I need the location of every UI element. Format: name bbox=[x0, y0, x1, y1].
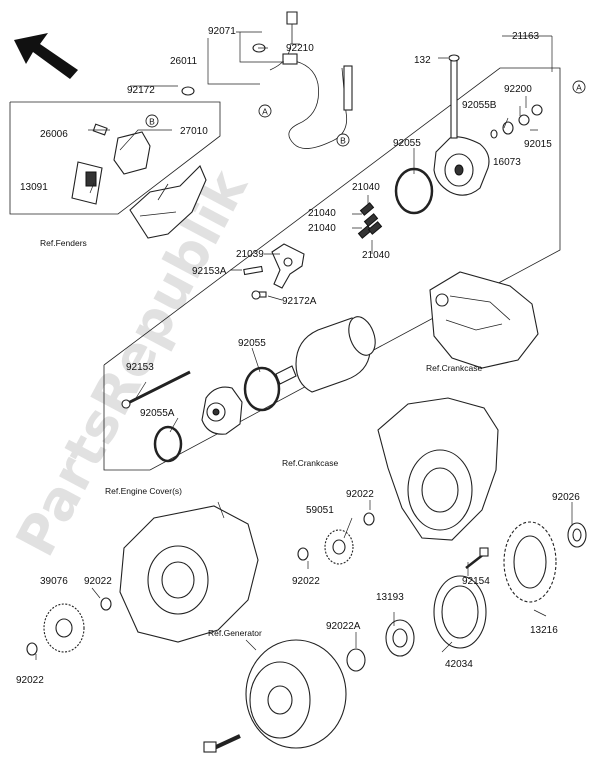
label-92015: 92015 bbox=[524, 139, 552, 150]
reduction-gear bbox=[43, 603, 85, 653]
label-92022A: 92022A bbox=[326, 621, 361, 632]
label-92071: 92071 bbox=[208, 26, 236, 37]
washer bbox=[363, 512, 375, 526]
svg-text:B: B bbox=[340, 136, 346, 146]
engine-cover bbox=[119, 505, 259, 643]
starter-rear-cover bbox=[433, 54, 543, 196]
label-13216: 13216 bbox=[530, 625, 558, 636]
group-box-relay bbox=[9, 101, 221, 215]
label-92055-upper: 92055 bbox=[393, 138, 421, 149]
rotor-bolt bbox=[203, 734, 241, 753]
callout-a2: A bbox=[572, 80, 586, 94]
o-ring-upper bbox=[394, 167, 434, 215]
label-13091: 13091 bbox=[20, 182, 48, 193]
brush-holder bbox=[243, 243, 305, 300]
svg-text:B: B bbox=[149, 117, 155, 127]
leader-lines bbox=[35, 31, 573, 660]
label-21040-c: 21040 bbox=[308, 223, 336, 234]
gear-collar bbox=[567, 522, 587, 548]
gear-bolt bbox=[465, 547, 489, 569]
ref-generator: Ref.Generator bbox=[208, 628, 262, 638]
label-39076: 39076 bbox=[40, 576, 68, 587]
label-59051: 59051 bbox=[306, 505, 334, 516]
label-92153A: 92153A bbox=[192, 266, 227, 277]
label-21040-d: 21040 bbox=[362, 250, 390, 261]
label-92210: 92210 bbox=[286, 43, 314, 54]
washer bbox=[100, 597, 112, 611]
label-26006: 26006 bbox=[40, 129, 68, 140]
label-92022-d: 92022 bbox=[16, 675, 44, 686]
starter-front-cover bbox=[201, 386, 243, 435]
idler-gear bbox=[324, 529, 354, 565]
label-92154: 92154 bbox=[462, 576, 490, 587]
ref-engine-cover: Ref.Engine Cover(s) bbox=[105, 486, 182, 496]
label-92026: 92026 bbox=[552, 492, 580, 503]
starter-relay bbox=[71, 86, 195, 205]
group-box-starter bbox=[103, 67, 561, 471]
label-26011: 26011 bbox=[170, 56, 198, 67]
starter-brushes bbox=[357, 202, 383, 239]
label-92055B: 92055B bbox=[462, 100, 497, 111]
label-92022-b: 92022 bbox=[84, 576, 112, 587]
label-21039: 21039 bbox=[236, 249, 264, 260]
label-92055A: 92055A bbox=[140, 408, 175, 419]
crankcase-upper bbox=[429, 271, 539, 369]
callout-b1: B bbox=[145, 114, 159, 128]
reference-labels: Ref.Fenders Ref.Crankcase Ref.Crankcase … bbox=[40, 238, 482, 638]
part-labels: 92071 26011 92210 92172 26006 27010 1309… bbox=[16, 26, 580, 686]
callout-b2: B bbox=[336, 133, 350, 147]
label-92200: 92200 bbox=[504, 84, 532, 95]
svg-text:A: A bbox=[262, 107, 268, 117]
label-21040-a: 21040 bbox=[352, 182, 380, 193]
fender-bracket bbox=[129, 165, 207, 239]
ref-fenders: Ref.Fenders bbox=[40, 238, 87, 248]
starter-cable bbox=[252, 11, 353, 149]
crankcase-lower bbox=[377, 397, 499, 541]
label-92153: 92153 bbox=[126, 362, 154, 373]
label-132: 132 bbox=[414, 55, 431, 66]
label-21163: 21163 bbox=[512, 31, 540, 42]
clutch-ring bbox=[433, 575, 487, 649]
o-ring-small bbox=[153, 425, 183, 463]
label-92055-middle: 92055 bbox=[238, 338, 266, 349]
starter-clutch bbox=[385, 619, 415, 657]
label-21040-b: 21040 bbox=[308, 208, 336, 219]
ref-crankcase-1: Ref.Crankcase bbox=[426, 363, 482, 373]
generator-rotor bbox=[245, 639, 347, 749]
washer bbox=[346, 648, 366, 672]
callout-a1: A bbox=[258, 104, 272, 118]
front-arrow-icon bbox=[14, 33, 78, 79]
label-16073: 16073 bbox=[493, 157, 521, 168]
label-13193: 13193 bbox=[376, 592, 404, 603]
label-27010: 27010 bbox=[180, 126, 208, 137]
label-92022-a: 92022 bbox=[346, 489, 374, 500]
label-92172: 92172 bbox=[127, 85, 155, 96]
o-ring-middle bbox=[243, 366, 281, 412]
washer bbox=[26, 642, 38, 656]
starter-motor bbox=[275, 316, 376, 393]
label-92172A: 92172A bbox=[282, 296, 317, 307]
label-92022-c: 92022 bbox=[292, 576, 320, 587]
through-bolt bbox=[121, 370, 191, 409]
svg-text:A: A bbox=[576, 83, 582, 93]
washer bbox=[297, 547, 309, 561]
starter-gear bbox=[503, 521, 557, 603]
ref-crankcase-2: Ref.Crankcase bbox=[282, 458, 338, 468]
label-42034: 42034 bbox=[445, 659, 473, 670]
